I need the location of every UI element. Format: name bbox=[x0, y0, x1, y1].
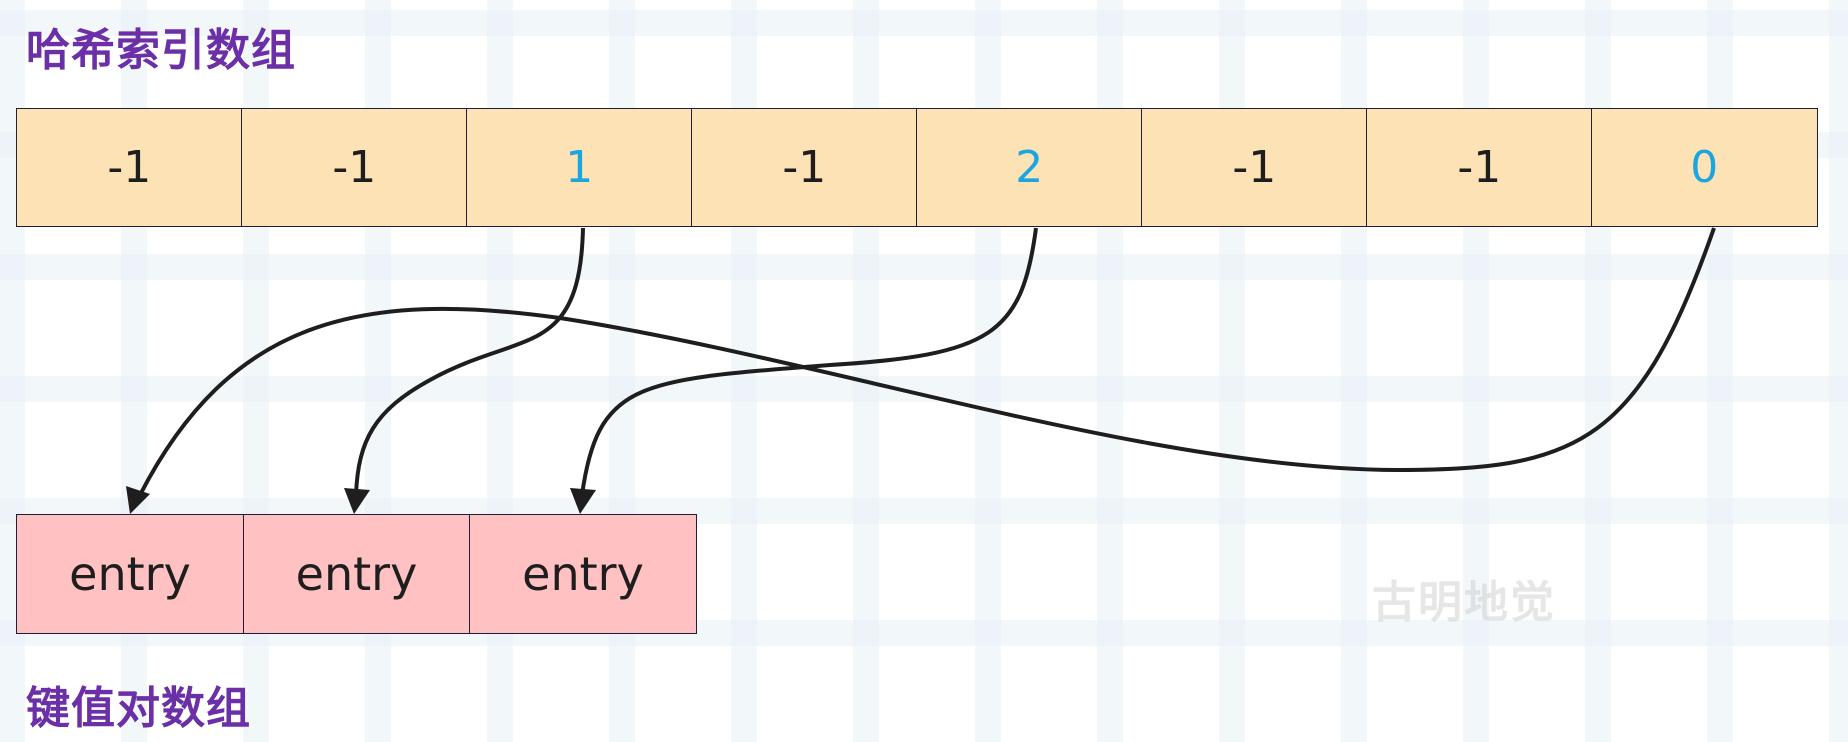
hash-index-cell: -1 bbox=[16, 108, 243, 227]
hash-index-cell: -1 bbox=[241, 108, 468, 227]
entry-array: entry entry entry bbox=[16, 514, 697, 634]
watermark: 古明地觉 bbox=[1372, 577, 1556, 628]
hash-index-array: -1 -1 1 -1 2 -1 -1 0 bbox=[16, 108, 1818, 227]
hash-index-cell: -1 bbox=[691, 108, 918, 227]
hash-index-cell: -1 bbox=[1366, 108, 1593, 227]
arrowhead-icon bbox=[126, 486, 150, 514]
entry-cell: entry bbox=[242, 514, 471, 634]
hash-index-cell: 0 bbox=[1591, 108, 1818, 227]
arrowhead-icon bbox=[570, 488, 596, 514]
arrow-index-4-to-entry-2 bbox=[580, 227, 1038, 496]
hash-index-array-title: 哈希索引数组 bbox=[26, 25, 296, 76]
arrow-index-2-to-entry-1 bbox=[354, 227, 585, 496]
hash-index-cell: -1 bbox=[1141, 108, 1368, 227]
entry-cell: entry bbox=[16, 514, 244, 634]
hash-index-cell: 1 bbox=[466, 108, 693, 227]
entry-array-title: 键值对数组 bbox=[26, 683, 251, 734]
hash-index-cell: 2 bbox=[916, 108, 1143, 227]
arrow-index-7-to-entry-0 bbox=[138, 227, 1716, 496]
entry-cell: entry bbox=[469, 514, 697, 634]
arrowhead-icon bbox=[344, 488, 370, 514]
